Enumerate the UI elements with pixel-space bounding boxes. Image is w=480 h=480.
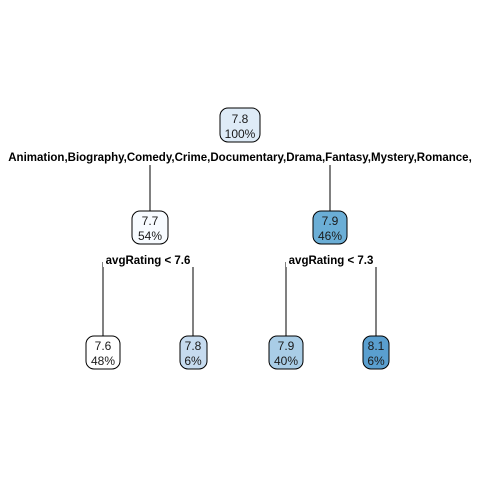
root-split-label: Animation,Biography,Comedy,Crime,Documen… [8,152,472,164]
left-node-box [131,210,169,245]
leaf-node-1-percent: 48% [91,354,115,368]
leaf-node-1-value: 7.6 [95,339,112,353]
left-split-label-bg [103,253,194,267]
leaf-node-3-percent: 40% [274,354,298,368]
leaf-node-4-value: 8.1 [368,339,385,353]
right-node: 7.9 46% [312,210,348,245]
root-node-value: 7.8 [232,112,249,126]
tree-edges [102,165,377,337]
leaf-node-3-value: 7.9 [278,339,295,353]
right-node-box [312,210,348,245]
left-node: 7.7 54% [131,210,169,245]
right-split-label-bg [286,253,377,267]
right-node-percent: 46% [318,229,342,243]
right-split-label: avgRating < 7.3 [289,255,374,267]
left-node-value: 7.7 [142,214,159,228]
root-node-box [219,107,261,143]
leaf-node-2-value: 7.8 [185,339,202,353]
leaf-node-4-percent: 6% [367,354,385,368]
leaf-node-3-box [268,335,304,370]
leaf-node-2-box [179,335,208,370]
leaf-node-4-box [362,335,390,370]
left-node-percent: 54% [138,229,162,243]
root-node: 7.8 100% [219,107,261,143]
leaf-node-2-percent: 6% [184,354,202,368]
root-split-label-bg [0,149,480,165]
leaf-node-2: 7.8 6% [179,335,208,370]
right-node-value: 7.9 [322,214,339,228]
leaf-node-3: 7.9 40% [268,335,304,370]
leaf-node-4: 8.1 6% [362,335,390,370]
leaf-node-1-box [85,335,121,370]
leaf-node-1: 7.6 48% [85,335,121,370]
root-node-percent: 100% [225,127,256,141]
left-split-label: avgRating < 7.6 [106,255,191,267]
